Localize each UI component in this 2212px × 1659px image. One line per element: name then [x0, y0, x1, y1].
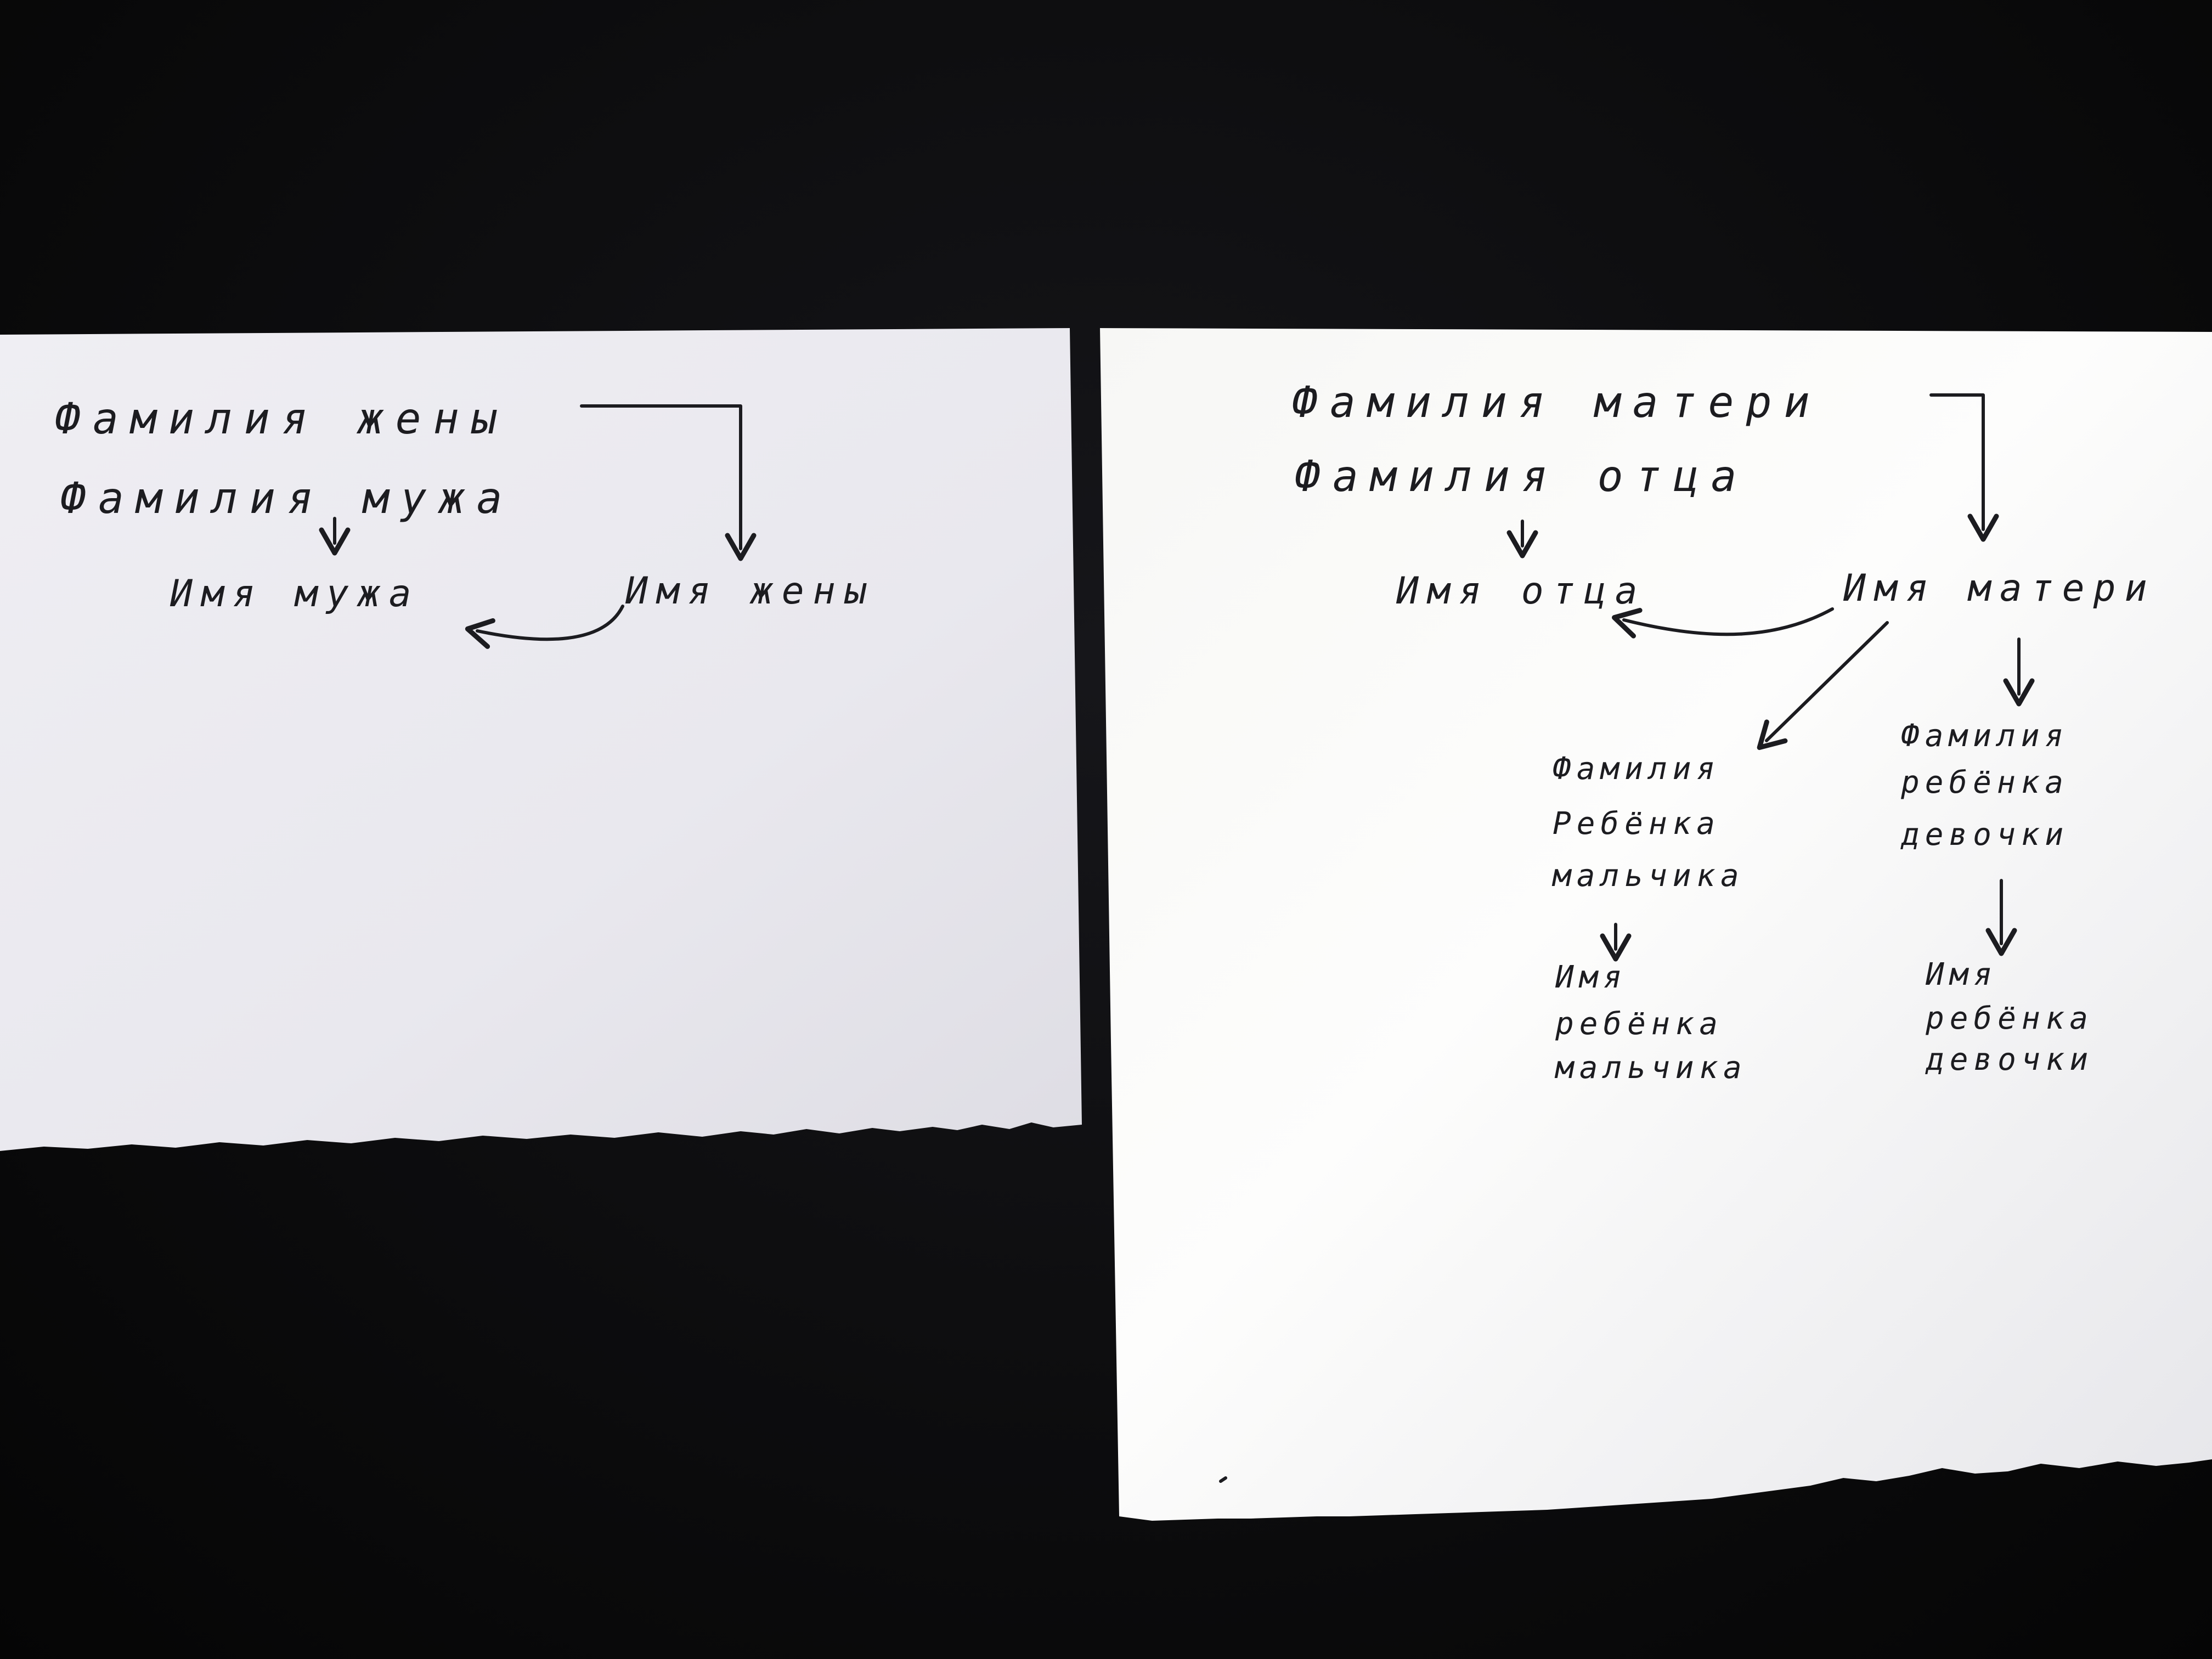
- girl-surname-line-1: Фамилия: [1901, 718, 2069, 754]
- left-paper: [0, 328, 1082, 1151]
- mother-name-to-boy-surname-arrow: [1757, 621, 1889, 751]
- right-paper: [1100, 328, 2212, 1521]
- mother-name-to-father-name-arrow: [1612, 607, 1834, 639]
- boy-surname-block: Фамилия Ребёнка мальчика: [1551, 751, 1745, 894]
- right-sheet: Фамилия матери Фамилия отца Имя отца Имя…: [1100, 328, 2212, 1521]
- boy-name-line-3: мальчика: [1554, 1050, 1747, 1086]
- girl-surname-line-3: девочки: [1900, 817, 2069, 853]
- boy-name-block: Имя ребёнка мальчика: [1554, 960, 1747, 1086]
- father-name-label: Имя отца: [1396, 569, 1646, 613]
- husband-surname-label: Фамилия мужа: [60, 474, 515, 523]
- girl-name-block: Имя ребёнка девочки: [1925, 957, 2094, 1077]
- left-sheet: Фамилия жены Фамилия мужа Имя мужа Имя ж…: [0, 328, 1082, 1151]
- boy-surname-line-3: мальчика: [1551, 858, 1745, 894]
- wife-surname-to-wife-name-arrow: [580, 404, 757, 561]
- mother-surname-to-mother-name-arrow: [1929, 393, 1999, 542]
- father-surname-label: Фамилия отца: [1295, 452, 1749, 501]
- girl-name-line-2: ребёнка: [1925, 1001, 2094, 1036]
- husband-name-label: Имя мужа: [170, 572, 420, 616]
- wife-name-label: Имя жены: [625, 569, 876, 613]
- boy-surname-line-2: Ребёнка: [1553, 806, 1720, 842]
- girl-name-line-1: Имя: [1925, 957, 1997, 992]
- mother-surname-label: Фамилия матери: [1292, 378, 1821, 427]
- girl-surname-line-2: ребёнка: [1900, 765, 2069, 800]
- wife-name-to-husband-name-arrow: [465, 605, 624, 649]
- boy-name-line-2: ребёнка: [1555, 1006, 1723, 1042]
- wife-surname-label: Фамилия жены: [55, 394, 509, 444]
- boy-surname-line-1: Фамилия: [1553, 751, 1720, 787]
- girl-name-line-3: девочки: [1925, 1042, 2094, 1077]
- mother-name-label: Имя матери: [1843, 567, 2155, 610]
- girl-surname-block: Фамилия ребёнка девочки: [1900, 718, 2069, 853]
- boy-name-line-1: Имя: [1555, 960, 1627, 995]
- pen-dot: [1219, 1476, 1227, 1483]
